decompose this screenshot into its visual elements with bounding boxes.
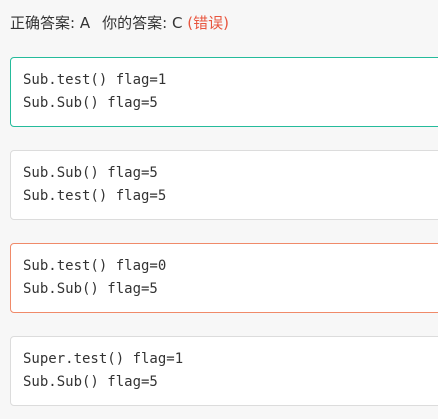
option-c-line-1: Sub.test() flag=0 xyxy=(23,258,167,274)
correct-answer-label: 正确答案: xyxy=(10,14,76,32)
your-answer-label: 你的答案: xyxy=(102,14,168,32)
answer-summary: 正确答案: A 你的答案: C (错误) xyxy=(10,12,229,34)
option-b-line-1: Sub.Sub() flag=5 xyxy=(23,165,158,181)
answer-status-badge: (错误) xyxy=(187,14,229,32)
option-d-card[interactable]: Super.test() flag=1 Sub.Sub() flag=5 xyxy=(10,336,438,406)
option-a-line-1: Sub.test() flag=1 xyxy=(23,72,167,88)
option-b-line-2: Sub.test() flag=5 xyxy=(23,188,167,204)
option-a-line-2: Sub.Sub() flag=5 xyxy=(23,95,158,111)
option-c-line-2: Sub.Sub() flag=5 xyxy=(23,281,158,297)
option-c-card[interactable]: Sub.test() flag=0 Sub.Sub() flag=5 xyxy=(10,243,438,313)
option-b-card[interactable]: Sub.Sub() flag=5 Sub.test() flag=5 xyxy=(10,150,438,220)
option-d-line-2: Sub.Sub() flag=5 xyxy=(23,374,158,390)
option-d-line-1: Super.test() flag=1 xyxy=(23,351,184,367)
correct-answer-value: A xyxy=(79,14,91,32)
your-answer-value: C xyxy=(171,14,183,32)
option-a-card[interactable]: Sub.test() flag=1 Sub.Sub() flag=5 xyxy=(10,57,438,127)
